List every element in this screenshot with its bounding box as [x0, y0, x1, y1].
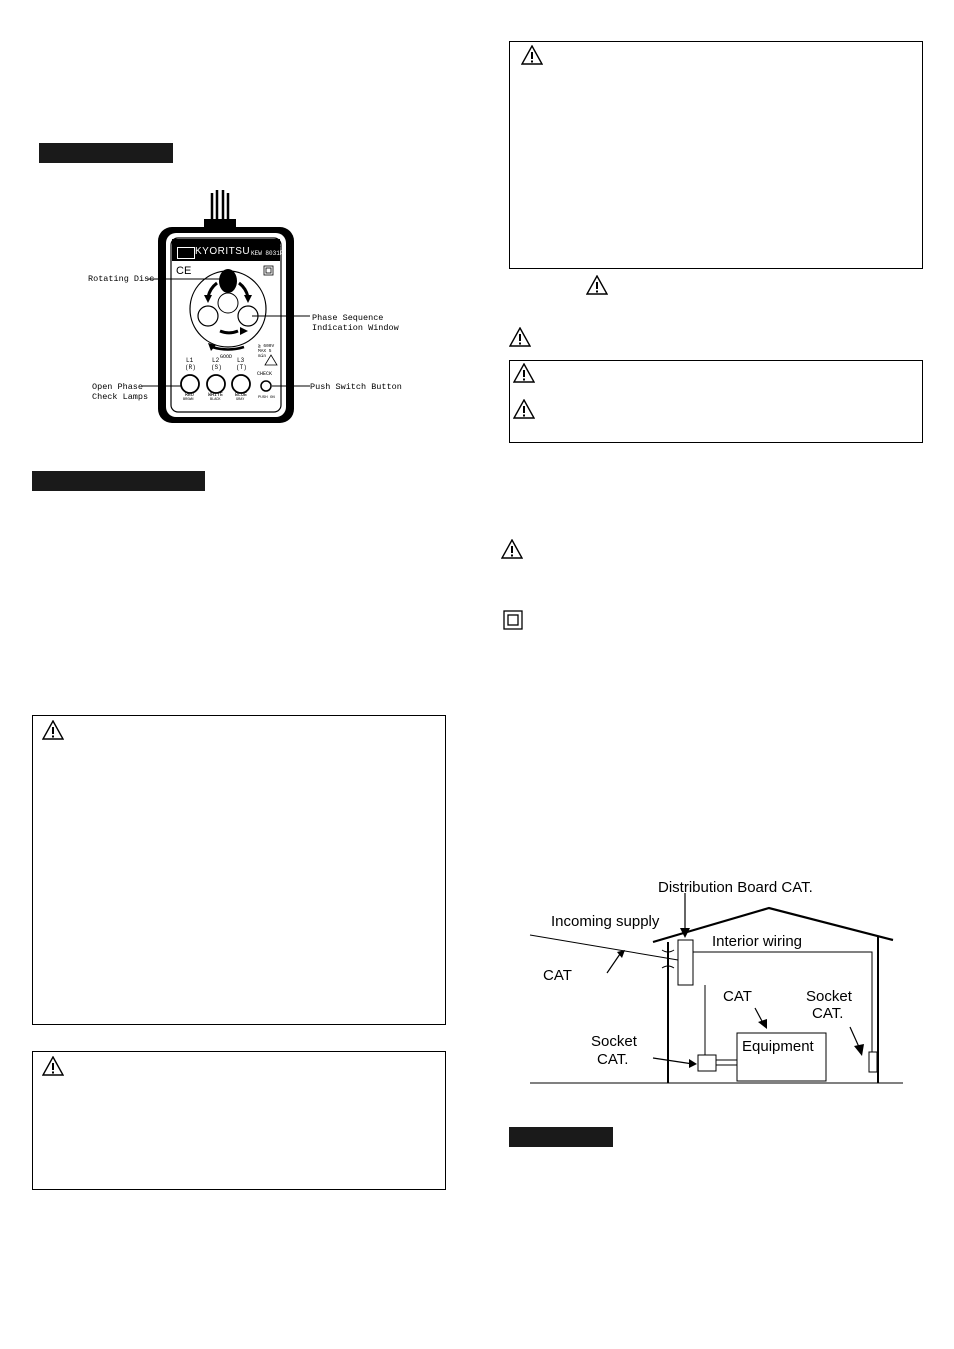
- label-distribution-board: Distribution Board CAT.: [658, 879, 813, 896]
- lamp-l2-top: L2: [212, 357, 220, 364]
- callout-phase-window-line1: Phase Sequence: [312, 313, 384, 323]
- warning-box-left-1: [32, 715, 446, 1025]
- callout-rotating-disc: Rotating Disc: [88, 274, 155, 284]
- warning-icon: [513, 399, 535, 419]
- push-on-label: PUSH ON: [258, 396, 275, 400]
- warning-icon: [586, 275, 608, 295]
- warning-box-right-1: [509, 41, 923, 269]
- label-cat-left: CAT: [543, 967, 572, 984]
- label-cat-mid: CAT: [723, 988, 752, 1005]
- good-label: GOOD: [220, 354, 233, 360]
- warning-icon: [501, 539, 523, 559]
- lamp-l1-bottom: RED: [185, 392, 195, 398]
- lamp-l1-mid: (R): [185, 364, 196, 371]
- warning-icon: [513, 363, 535, 383]
- lamp-l3-bottom: BLUE: [235, 392, 248, 398]
- check-label: CHECK: [257, 371, 273, 377]
- warning-icon: [42, 720, 64, 740]
- warning-icon: [509, 327, 531, 347]
- lamp-l2-sub: BLACK: [210, 398, 221, 402]
- warning-box-right-2: [509, 360, 923, 443]
- label-socket-right-line2: CAT.: [812, 1005, 844, 1022]
- lamp-l3-top: L3: [237, 357, 245, 364]
- measurement-category-diagram: [529, 893, 903, 1084]
- warning-icon: [521, 45, 543, 65]
- section-header-bar-3: [509, 1127, 613, 1147]
- callout-phase-window-line2: Indication Window: [312, 323, 399, 333]
- device-model: KEW 8031F: [251, 250, 284, 257]
- warning-icon: [42, 1056, 64, 1076]
- callout-open-phase-line2: Check Lamps: [92, 392, 149, 402]
- warning-box-left-2: [32, 1051, 446, 1190]
- label-incoming-supply: Incoming supply: [551, 913, 660, 930]
- device-illustration: [142, 190, 310, 423]
- label-socket-right-line1: Socket: [806, 988, 852, 1005]
- section-header-bar-2: [32, 471, 205, 491]
- max-label: ≧ 600V MAX 5 min: [258, 344, 275, 359]
- callout-open-phase-line1: Open Phase: [92, 382, 144, 392]
- device-brand: KYORITSU: [195, 246, 251, 257]
- device-rating-text: 110V - 600V 50/60Hz CAT III: [200, 243, 282, 249]
- label-equipment: Equipment: [742, 1038, 814, 1055]
- lamp-l2-bottom: WHITE: [208, 392, 224, 398]
- lamp-l2-mid: (S): [211, 364, 222, 371]
- lamp-l3-sub: GRAY: [236, 398, 245, 402]
- label-interior-wiring: Interior wiring: [712, 933, 803, 950]
- lamp-l1-sub: BROWN: [183, 398, 194, 402]
- ce-mark: CE: [176, 265, 192, 277]
- callout-push-switch: Push Switch Button: [310, 382, 402, 392]
- device-brand-logo: [177, 247, 195, 259]
- label-socket-left-line2: CAT.: [597, 1051, 629, 1068]
- label-socket-left-line1: Socket: [591, 1033, 637, 1050]
- lamp-l1-top: L1: [186, 357, 194, 364]
- double-insulation-icon: [503, 610, 523, 630]
- section-header-bar-1: [39, 143, 173, 163]
- lamp-l3-mid: (T): [236, 364, 247, 371]
